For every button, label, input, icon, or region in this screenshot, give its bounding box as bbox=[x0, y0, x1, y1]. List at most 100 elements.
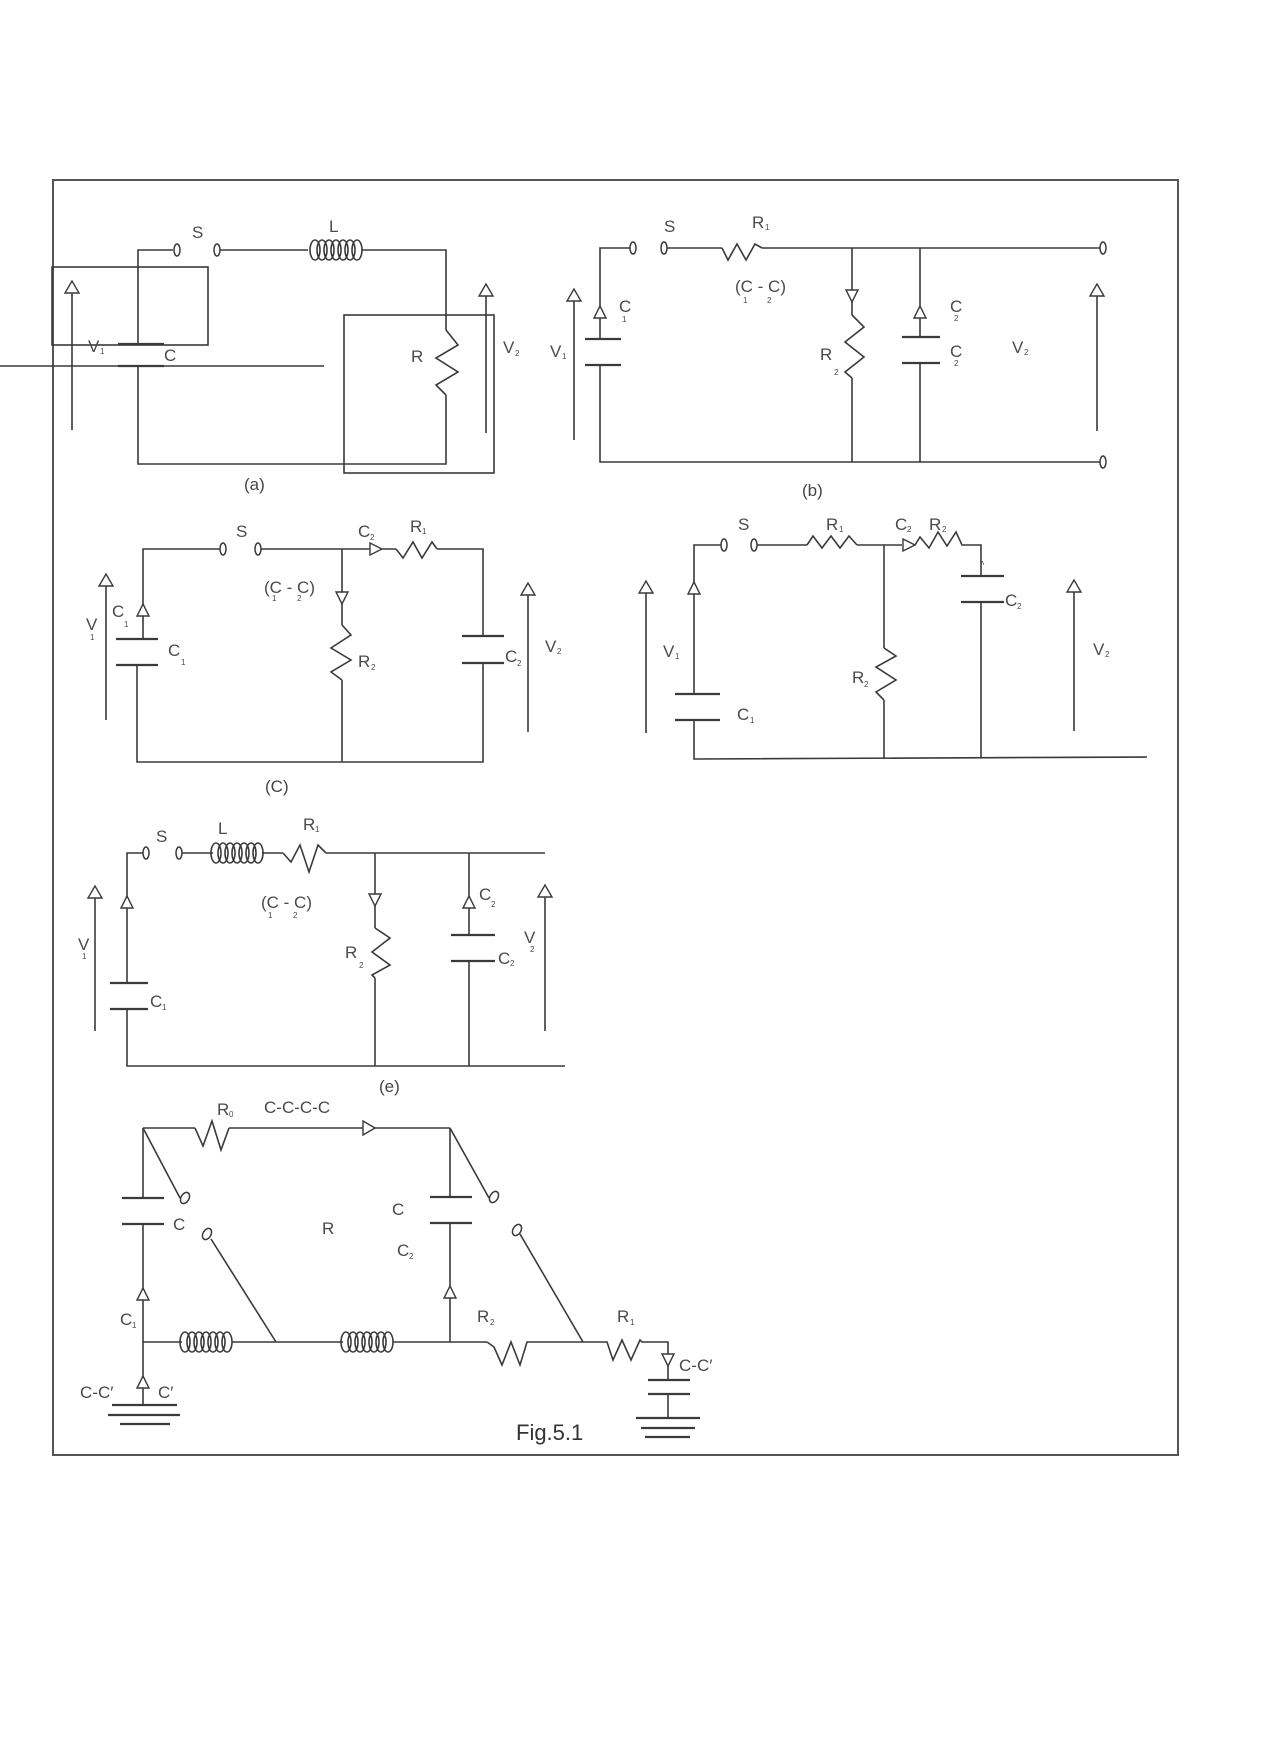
label-r-center: R bbox=[322, 1219, 334, 1238]
svg-text:1: 1 bbox=[82, 952, 87, 961]
svg-text:2: 2 bbox=[1105, 650, 1110, 659]
current-arrow bbox=[660, 1353, 676, 1368]
svg-text:2: 2 bbox=[864, 680, 869, 689]
svg-text:1: 1 bbox=[162, 1003, 167, 1012]
svg-text:1: 1 bbox=[272, 594, 277, 603]
svg-text:2: 2 bbox=[834, 368, 839, 377]
label-ground-left: C-C′ bbox=[80, 1383, 113, 1402]
label-c2-flow: C bbox=[479, 885, 491, 904]
svg-text:2: 2 bbox=[293, 911, 298, 920]
svg-text:2: 2 bbox=[530, 945, 535, 954]
resistor-r1-symbol bbox=[806, 534, 858, 550]
switch-terminal bbox=[213, 243, 221, 257]
label-c2-flow: C bbox=[950, 297, 962, 316]
svg-text:2: 2 bbox=[510, 959, 515, 968]
label-ground-left-b: C′ bbox=[158, 1383, 173, 1402]
label-r1: R bbox=[303, 815, 315, 834]
label-r1: R bbox=[752, 213, 764, 232]
svg-text:1: 1 bbox=[622, 315, 627, 324]
inductor-symbol bbox=[309, 239, 363, 261]
svg-text:1: 1 bbox=[743, 296, 748, 305]
resistor-r2-symbol bbox=[329, 624, 353, 681]
svg-text:0: 0 bbox=[229, 1110, 234, 1119]
label-c-left: C bbox=[173, 1215, 185, 1234]
label-v1: V bbox=[550, 342, 562, 361]
svg-text:1: 1 bbox=[124, 620, 129, 629]
current-arrow bbox=[362, 1119, 377, 1137]
label-transfer: (C - C) bbox=[264, 578, 315, 597]
svg-text:2: 2 bbox=[907, 525, 912, 534]
label-c1: C bbox=[168, 641, 180, 660]
label-c2: C bbox=[505, 647, 517, 666]
svg-text:2: 2 bbox=[370, 533, 375, 542]
svg-text:1: 1 bbox=[765, 223, 770, 232]
label-c2: C bbox=[950, 342, 962, 361]
svg-text:1: 1 bbox=[181, 658, 186, 667]
label-v1: V bbox=[78, 935, 90, 954]
svg-text:2: 2 bbox=[371, 663, 376, 672]
inductor-symbol bbox=[340, 1331, 394, 1353]
label-v1: V bbox=[663, 642, 675, 661]
resistor-r2-symbol bbox=[874, 647, 898, 701]
svg-text:2: 2 bbox=[954, 359, 959, 368]
svg-text:1: 1 bbox=[132, 1321, 137, 1330]
label-v2: V bbox=[1012, 338, 1024, 357]
panel-b: S R 1 (C - C) 1 2 C 1 R 2 C 2 C 2 V 1 V … bbox=[550, 213, 1107, 500]
svg-text:2: 2 bbox=[409, 1252, 414, 1261]
label-v1: V bbox=[86, 615, 98, 634]
resistor-r1-symbol bbox=[583, 1338, 669, 1380]
label-r2: R bbox=[477, 1307, 489, 1326]
resistor-r0-symbol bbox=[194, 1118, 230, 1153]
svg-text:2: 2 bbox=[954, 314, 959, 323]
label-c-right: C bbox=[392, 1200, 404, 1219]
panel-caption-a: (a) bbox=[244, 475, 265, 494]
resistor-r2-symbol bbox=[843, 314, 866, 379]
panel-f: R 0 C-C-C-C C R C C 2 C 1 R 2 R 1 C-C′ C… bbox=[80, 1098, 712, 1445]
panel-caption-b: (b) bbox=[802, 481, 823, 500]
overlay-box-right bbox=[343, 314, 495, 474]
current-arrow bbox=[367, 893, 383, 908]
label-v1: V bbox=[88, 337, 100, 356]
label-switch: S bbox=[156, 827, 167, 846]
label-v2: V bbox=[524, 928, 536, 947]
svg-text:2: 2 bbox=[515, 349, 520, 358]
current-arrow bbox=[334, 591, 350, 606]
switch-blade bbox=[210, 1238, 277, 1343]
overlay-box-left bbox=[51, 266, 209, 346]
label-r1: R bbox=[826, 515, 838, 534]
label-inductor: L bbox=[218, 819, 227, 838]
svg-text:1: 1 bbox=[562, 352, 567, 361]
label-r2-series: R bbox=[929, 515, 941, 534]
figure-frame bbox=[52, 179, 1179, 1456]
current-arrow bbox=[902, 537, 917, 553]
label-ground-right: C-C′ bbox=[679, 1356, 712, 1375]
panel-caption-c: (C) bbox=[265, 777, 289, 796]
label-switch: S bbox=[192, 223, 203, 242]
svg-text:˄: ˄ bbox=[980, 559, 985, 568]
current-arrow bbox=[461, 894, 477, 909]
svg-text:2: 2 bbox=[517, 659, 522, 668]
label-r2: R bbox=[358, 652, 370, 671]
current-arrow bbox=[844, 289, 860, 304]
panel-c: S C 2 R 1 (C - C) 1 2 C 1 C 1 R 2 C 2 V … bbox=[86, 517, 562, 796]
label-c2-flow: C bbox=[358, 522, 370, 541]
label-r2: R bbox=[345, 943, 357, 962]
label-v2: V bbox=[545, 637, 557, 656]
label-c2-flow: C bbox=[895, 515, 907, 534]
label-c1: C bbox=[737, 705, 749, 724]
resistor-r1-symbol bbox=[395, 540, 438, 560]
svg-text:1: 1 bbox=[630, 1318, 635, 1327]
label-c1: C bbox=[150, 992, 162, 1011]
label-r0: R bbox=[217, 1100, 229, 1119]
label-resistor: R bbox=[411, 347, 423, 366]
svg-text:2: 2 bbox=[557, 647, 562, 656]
svg-text:2: 2 bbox=[297, 594, 302, 603]
svg-text:1: 1 bbox=[422, 527, 427, 536]
label-transfer: (C - C) bbox=[261, 893, 312, 912]
label-r2: R bbox=[820, 345, 832, 364]
label-c2: C bbox=[1005, 591, 1017, 610]
resistor-r1-symbol bbox=[721, 242, 763, 262]
label-c2: C bbox=[498, 949, 510, 968]
switch-blade bbox=[142, 1127, 181, 1199]
